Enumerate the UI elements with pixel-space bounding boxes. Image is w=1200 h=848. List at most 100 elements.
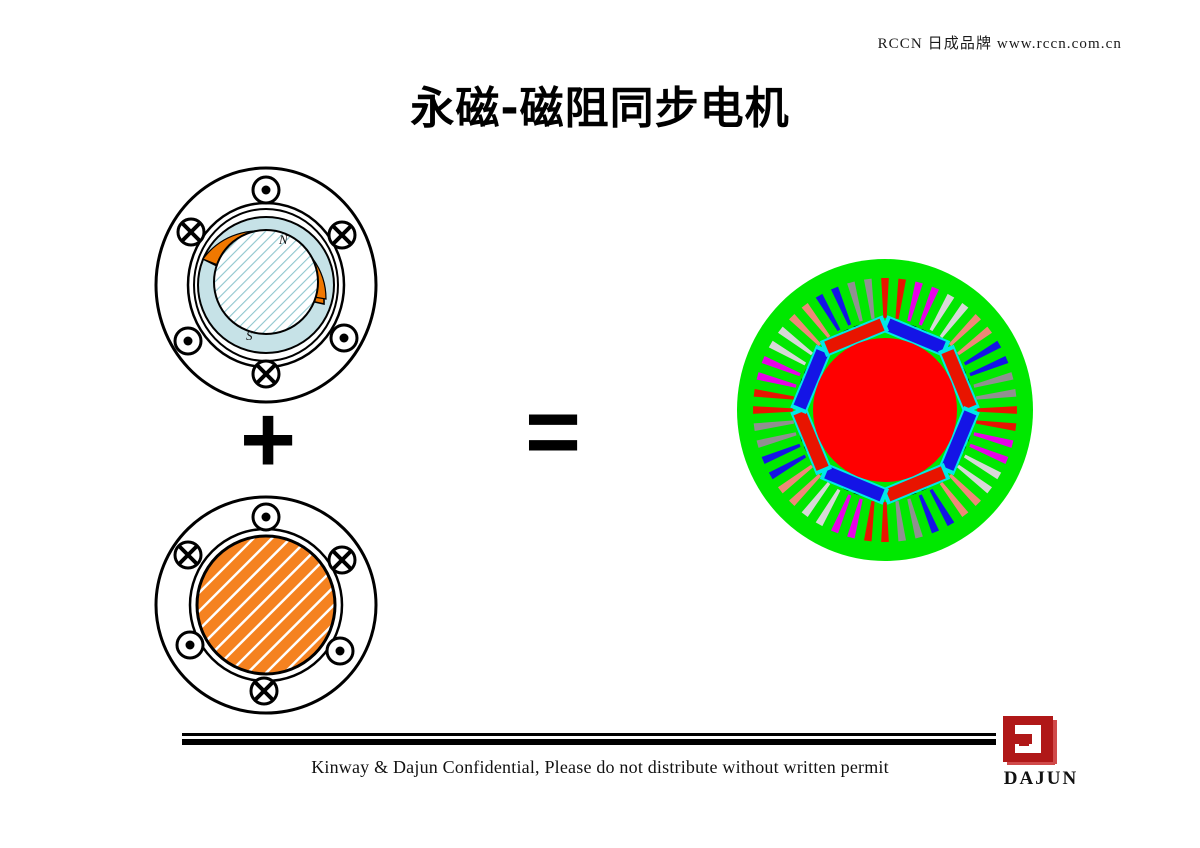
stator-slot [948, 473, 982, 507]
stator-slot [918, 494, 940, 534]
stator-slot [969, 355, 1009, 377]
pole-label-south: S [246, 328, 253, 343]
pole-label-north: N [278, 232, 289, 247]
winding-symbol-upper-right-cross [327, 545, 357, 575]
stator-slot [753, 420, 795, 432]
stator-slot [963, 454, 1002, 480]
dajun-logo-icon [1003, 716, 1057, 765]
stator-slot [815, 293, 841, 332]
stator-slot [777, 464, 813, 494]
rotor-magnet-group [790, 315, 980, 505]
stator-slot [815, 488, 841, 527]
stator-slot [975, 388, 1017, 400]
winding-symbol-upper-right-cross [327, 220, 357, 250]
stator-slot [788, 473, 822, 507]
stator-slot [863, 278, 875, 320]
stator-slot [929, 293, 955, 332]
stator-slot [957, 464, 993, 494]
winding-symbol-lower-left-dot [175, 630, 205, 660]
stator-slot [847, 281, 863, 322]
rotor-magnet-bar [790, 344, 832, 415]
winding-symbol-bottom-cross [251, 359, 281, 389]
rotor-magnet-bar [938, 344, 980, 415]
stator-slot [753, 388, 795, 400]
stator-slot [830, 494, 852, 534]
dajun-logo: DAJUN [995, 716, 1087, 794]
stator-slot [830, 286, 852, 326]
magnet-body [885, 318, 946, 354]
winding-symbol-lower-right-dot [325, 636, 355, 666]
magnet-body [824, 318, 885, 354]
stator-slot [907, 498, 923, 539]
winding-symbol-top-dot [251, 175, 281, 205]
rotor-magnet-bar [880, 463, 951, 505]
winding-symbol-bottom-cross [249, 676, 279, 706]
magnet-body [824, 466, 885, 502]
reluctance-rotor-core [195, 534, 337, 676]
stator-slot [969, 443, 1009, 465]
stator-slot [973, 372, 1014, 388]
rotor-magnet-bar [819, 315, 890, 357]
winding-symbol-lower-right-dot [329, 323, 359, 353]
stator-slot [768, 340, 807, 366]
stator-slot [881, 278, 889, 319]
stator-slot [768, 454, 807, 480]
stator-slot [801, 482, 831, 518]
magnet-body [793, 410, 829, 471]
footer-divider [182, 733, 996, 745]
stator-slot [957, 326, 993, 356]
stator-slot-group [753, 278, 1017, 542]
stator-slot [895, 278, 907, 320]
equals-operator: = [524, 378, 582, 485]
rotor-magnet-bar [938, 405, 980, 476]
stator-slot [939, 482, 969, 518]
divider-line-thick [182, 739, 996, 745]
combined-motor-figure [735, 258, 1035, 563]
stator-slot [847, 498, 863, 539]
reluctance-rotor-svg [154, 495, 378, 715]
stator-slot [948, 313, 982, 347]
winding-symbol-upper-left-cross [173, 540, 203, 570]
rotor-magnet-bar [819, 463, 890, 505]
stator-slot [881, 501, 889, 542]
stator-slot [788, 313, 822, 347]
winding-symbol-lower-left-dot [173, 326, 203, 356]
stator-slot [761, 443, 801, 465]
rotor-magnet-bar [790, 405, 832, 476]
stator-slot [973, 432, 1014, 448]
stator-slot [963, 340, 1002, 366]
magnet-body [941, 349, 977, 410]
divider-line-thin [182, 733, 996, 736]
rotor-magnet-bar [880, 315, 951, 357]
stator-slot [756, 372, 797, 388]
rotor-core [813, 338, 957, 482]
combined-motor-svg [737, 259, 1033, 561]
stator-slot [801, 302, 831, 338]
stator-slot [761, 355, 801, 377]
dajun-logo-text: DAJUN [1003, 768, 1079, 789]
plus-operator: + [239, 386, 297, 493]
rotor-core-hatched [213, 229, 319, 335]
magnet-body [793, 349, 829, 410]
winding-symbol-upper-left-cross [176, 217, 206, 247]
permanent-magnet-rotor-figure: N S [148, 160, 396, 410]
winding-symbol-top-dot [251, 502, 281, 532]
stator-slot [895, 500, 907, 542]
stator-slot [756, 432, 797, 448]
stator-slot [976, 406, 1017, 414]
divider-gap [182, 736, 996, 739]
stator-slot [975, 420, 1017, 432]
stator-slot [939, 302, 969, 338]
stator-slot [929, 488, 955, 527]
header-brand-line: RCCN 日成品牌 www.rccn.com.cn [877, 36, 1122, 52]
stator-slot [918, 286, 940, 326]
reluctance-rotor-figure [148, 495, 396, 720]
stator-slot [907, 281, 923, 322]
magnet-body [885, 466, 946, 502]
confidential-notice: Kinway & Dajun Confidential, Please do n… [311, 757, 889, 777]
pm-rotor-svg: N S [154, 166, 378, 404]
stator-slot [753, 406, 794, 414]
page-title: 永磁-磁阻同步电机 [410, 83, 790, 134]
magnet-body [941, 410, 977, 471]
